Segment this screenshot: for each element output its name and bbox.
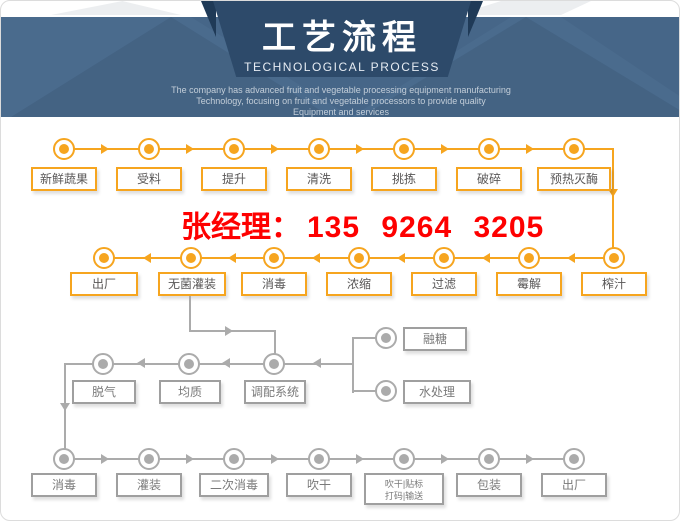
strip-decoration [456,1,591,15]
flow-node [53,138,75,160]
arrow-down-icon [608,189,618,197]
arrow-right-icon [271,144,279,154]
flow-step: 水处理 [403,380,471,404]
flow-node [223,448,245,470]
flow-step: 均质 [159,380,221,404]
flow-node [478,448,500,470]
contact-info: 张经理：135 9264 3205 [181,202,544,246]
arrow-left-icon [143,253,151,263]
flow-step: 吹干|贴标 打码|输送 [364,473,444,505]
flow-step: 清洗 [286,167,352,191]
company-description: The company has advanced fruit and veget… [1,85,679,118]
flow-node [518,247,540,269]
arrow-left-icon [228,253,236,263]
arrow-right-icon [101,454,109,464]
arrow-right-icon [526,454,534,464]
flow-step: 过滤 [411,272,477,296]
arrow-down-icon [60,403,70,411]
flow-node [433,247,455,269]
flow-connector-line [64,148,614,150]
arrow-right-icon [441,144,449,154]
flow-step-line: 打码|输送 [384,491,424,501]
arrow-left-icon [312,253,320,263]
flow-step: 榨汁 [581,272,647,296]
arrow-right-icon [186,144,194,154]
flow-node [603,247,625,269]
flow-node [93,247,115,269]
arrow-left-icon [137,358,145,368]
flow-node [563,448,585,470]
flow-node [375,380,397,402]
flow-step: 脱气 [72,380,136,404]
arrow-right-icon [186,454,194,464]
flow-step: 消毒 [241,272,307,296]
flow-step: 消毒 [31,473,97,497]
page-subtitle: TECHNOLOGICAL PROCESS [244,60,440,74]
contact-phone: 135 9264 3205 [307,211,545,244]
arrow-right-icon [441,454,449,464]
flow-connector-line [274,330,276,355]
arrow-right-icon [271,454,279,464]
flow-step: 受料 [116,167,182,191]
flow-node [348,247,370,269]
flow-node [138,138,160,160]
arrow-right-icon [225,326,233,336]
flow-node [263,247,285,269]
arrow-right-icon [356,454,364,464]
arrow-right-icon [101,144,109,154]
flow-connector-line [352,390,376,392]
flow-step: 破碎 [456,167,522,191]
flow-step: 新鲜蔬果 [31,167,97,191]
flow-node [138,448,160,470]
flow-step: 出厂 [70,272,138,296]
flow-step: 调配系统 [244,380,306,404]
flow-step: 无菌灌装 [158,272,226,296]
arrow-left-icon [313,358,321,368]
flow-connector-line [65,363,353,365]
flow-connector-line [612,148,614,258]
flow-step: 吹干 [286,473,352,497]
flow-node [53,448,75,470]
title-banner: 工艺流程 TECHNOLOGICAL PROCESS [213,1,471,77]
description-line: The company has advanced fruit and veget… [171,85,511,95]
flow-step: 提升 [201,167,267,191]
flow-node [223,138,245,160]
flow-node [375,327,397,349]
flow-node [308,448,330,470]
arrow-left-icon [397,253,405,263]
flow-connector-line [189,296,191,331]
arrow-left-icon [222,358,230,368]
flow-step: 出厂 [541,473,607,497]
strip-decoration [51,1,181,15]
arrow-left-icon [482,253,490,263]
flow-node [308,138,330,160]
flow-node [478,138,500,160]
flow-node [263,353,285,375]
arrow-right-icon [526,144,534,154]
contact-name: 张经理： [181,211,301,244]
flow-node [180,247,202,269]
arrow-left-icon [567,253,575,263]
flow-node [178,353,200,375]
page-title: 工艺流程 [262,19,422,57]
flow-node [563,138,585,160]
arrow-right-icon [356,144,364,154]
flow-connector-line [352,337,376,339]
description-line: Technology, focusing on fruit and vegeta… [196,96,486,106]
flow-step: 挑拣 [371,167,437,191]
flow-step: 融糖 [403,327,467,351]
flow-step: 二次消毒 [199,473,269,497]
flow-step-line: 吹干|贴标 [384,479,424,489]
flow-step: 浓缩 [326,272,392,296]
flow-connector-line [352,337,354,393]
description-line: Equipment and services [292,107,390,117]
flow-node [393,448,415,470]
flow-node [92,353,114,375]
flow-step: 灌装 [116,473,182,497]
flow-step: 霉解 [496,272,562,296]
flow-step: 包装 [456,473,522,497]
flow-step: 预热灭酶 [537,167,611,191]
flow-node [393,138,415,160]
